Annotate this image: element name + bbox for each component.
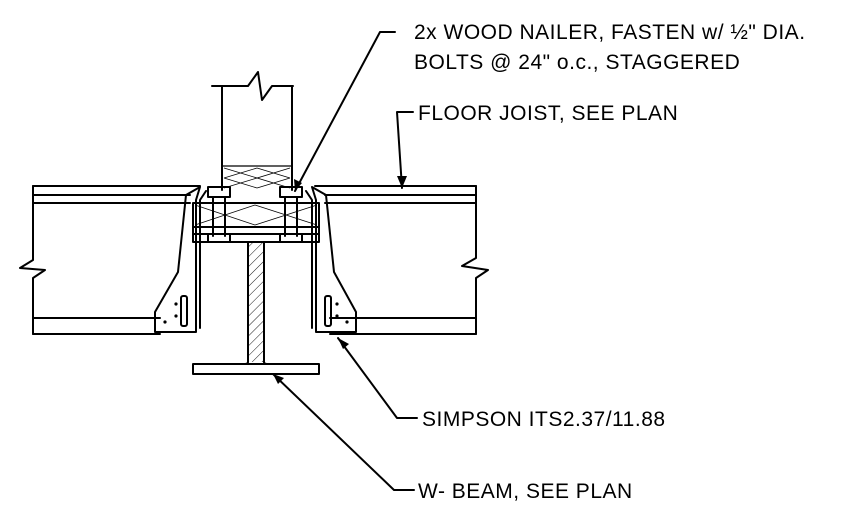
floor-joist-left	[19, 185, 201, 335]
wall-stud	[211, 71, 294, 191]
floor-joist-callout: FLOOR JOIST, SEE PLAN	[418, 102, 678, 125]
leader-hanger	[337, 337, 418, 419]
steel-w-beam	[192, 233, 320, 375]
nailer-callout-line2: BOLTS @ 24" o.c., STAGGERED	[414, 51, 740, 74]
beam-callout: W- BEAM, SEE PLAN	[418, 480, 633, 503]
hanger-callout: SIMPSON ITS2.37/11.88	[422, 408, 666, 431]
leader-floor-joist	[396, 111, 414, 189]
leader-nailer	[294, 31, 396, 192]
wood-nailer	[192, 202, 320, 235]
leader-beam	[272, 373, 415, 491]
floor-joist-right	[314, 185, 489, 335]
joist-hanger-left	[154, 186, 207, 333]
nailer-callout-line1: 2x WOOD NAILER, FASTEN w/ ½" DIA.	[414, 21, 806, 44]
joist-hanger-right	[305, 186, 357, 333]
